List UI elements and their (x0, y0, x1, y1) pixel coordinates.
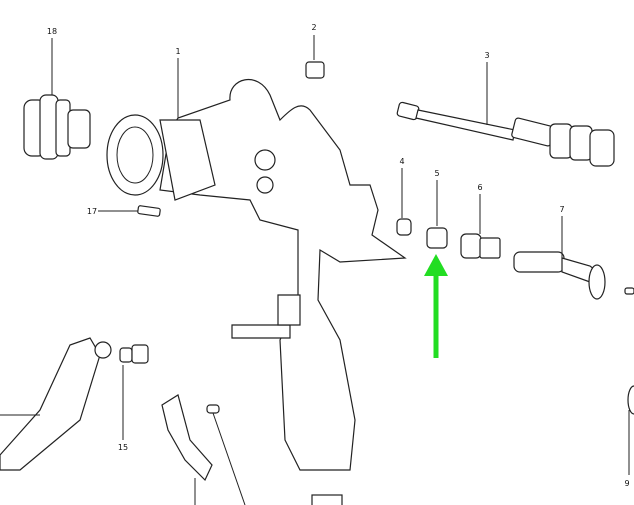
label-5: 5 (434, 169, 439, 178)
label-18: 18 (47, 27, 57, 36)
label-7: 7 (559, 205, 564, 214)
trigger-part (0, 337, 112, 471)
part-18 (23, 38, 91, 160)
label-15: 15 (118, 443, 128, 452)
label-17: 17 (87, 207, 97, 216)
part-9 (624, 287, 634, 475)
lever-part (161, 394, 343, 505)
label-2: 2 (311, 23, 316, 32)
label-4: 4 (399, 157, 404, 166)
label-6: 6 (477, 183, 482, 192)
label-3: 3 (484, 51, 489, 60)
part-17 (98, 205, 161, 217)
part-6 (460, 194, 501, 259)
part-4 (396, 168, 412, 236)
part-15 (119, 344, 149, 440)
highlight-arrow (424, 254, 448, 358)
label-1: 1 (175, 47, 180, 56)
part-7 (513, 216, 606, 300)
part-5 (426, 180, 448, 249)
label-9: 9 (624, 479, 629, 488)
part-1-gun-body (106, 58, 407, 471)
part-3 (396, 62, 615, 167)
part-2 (305, 35, 325, 79)
